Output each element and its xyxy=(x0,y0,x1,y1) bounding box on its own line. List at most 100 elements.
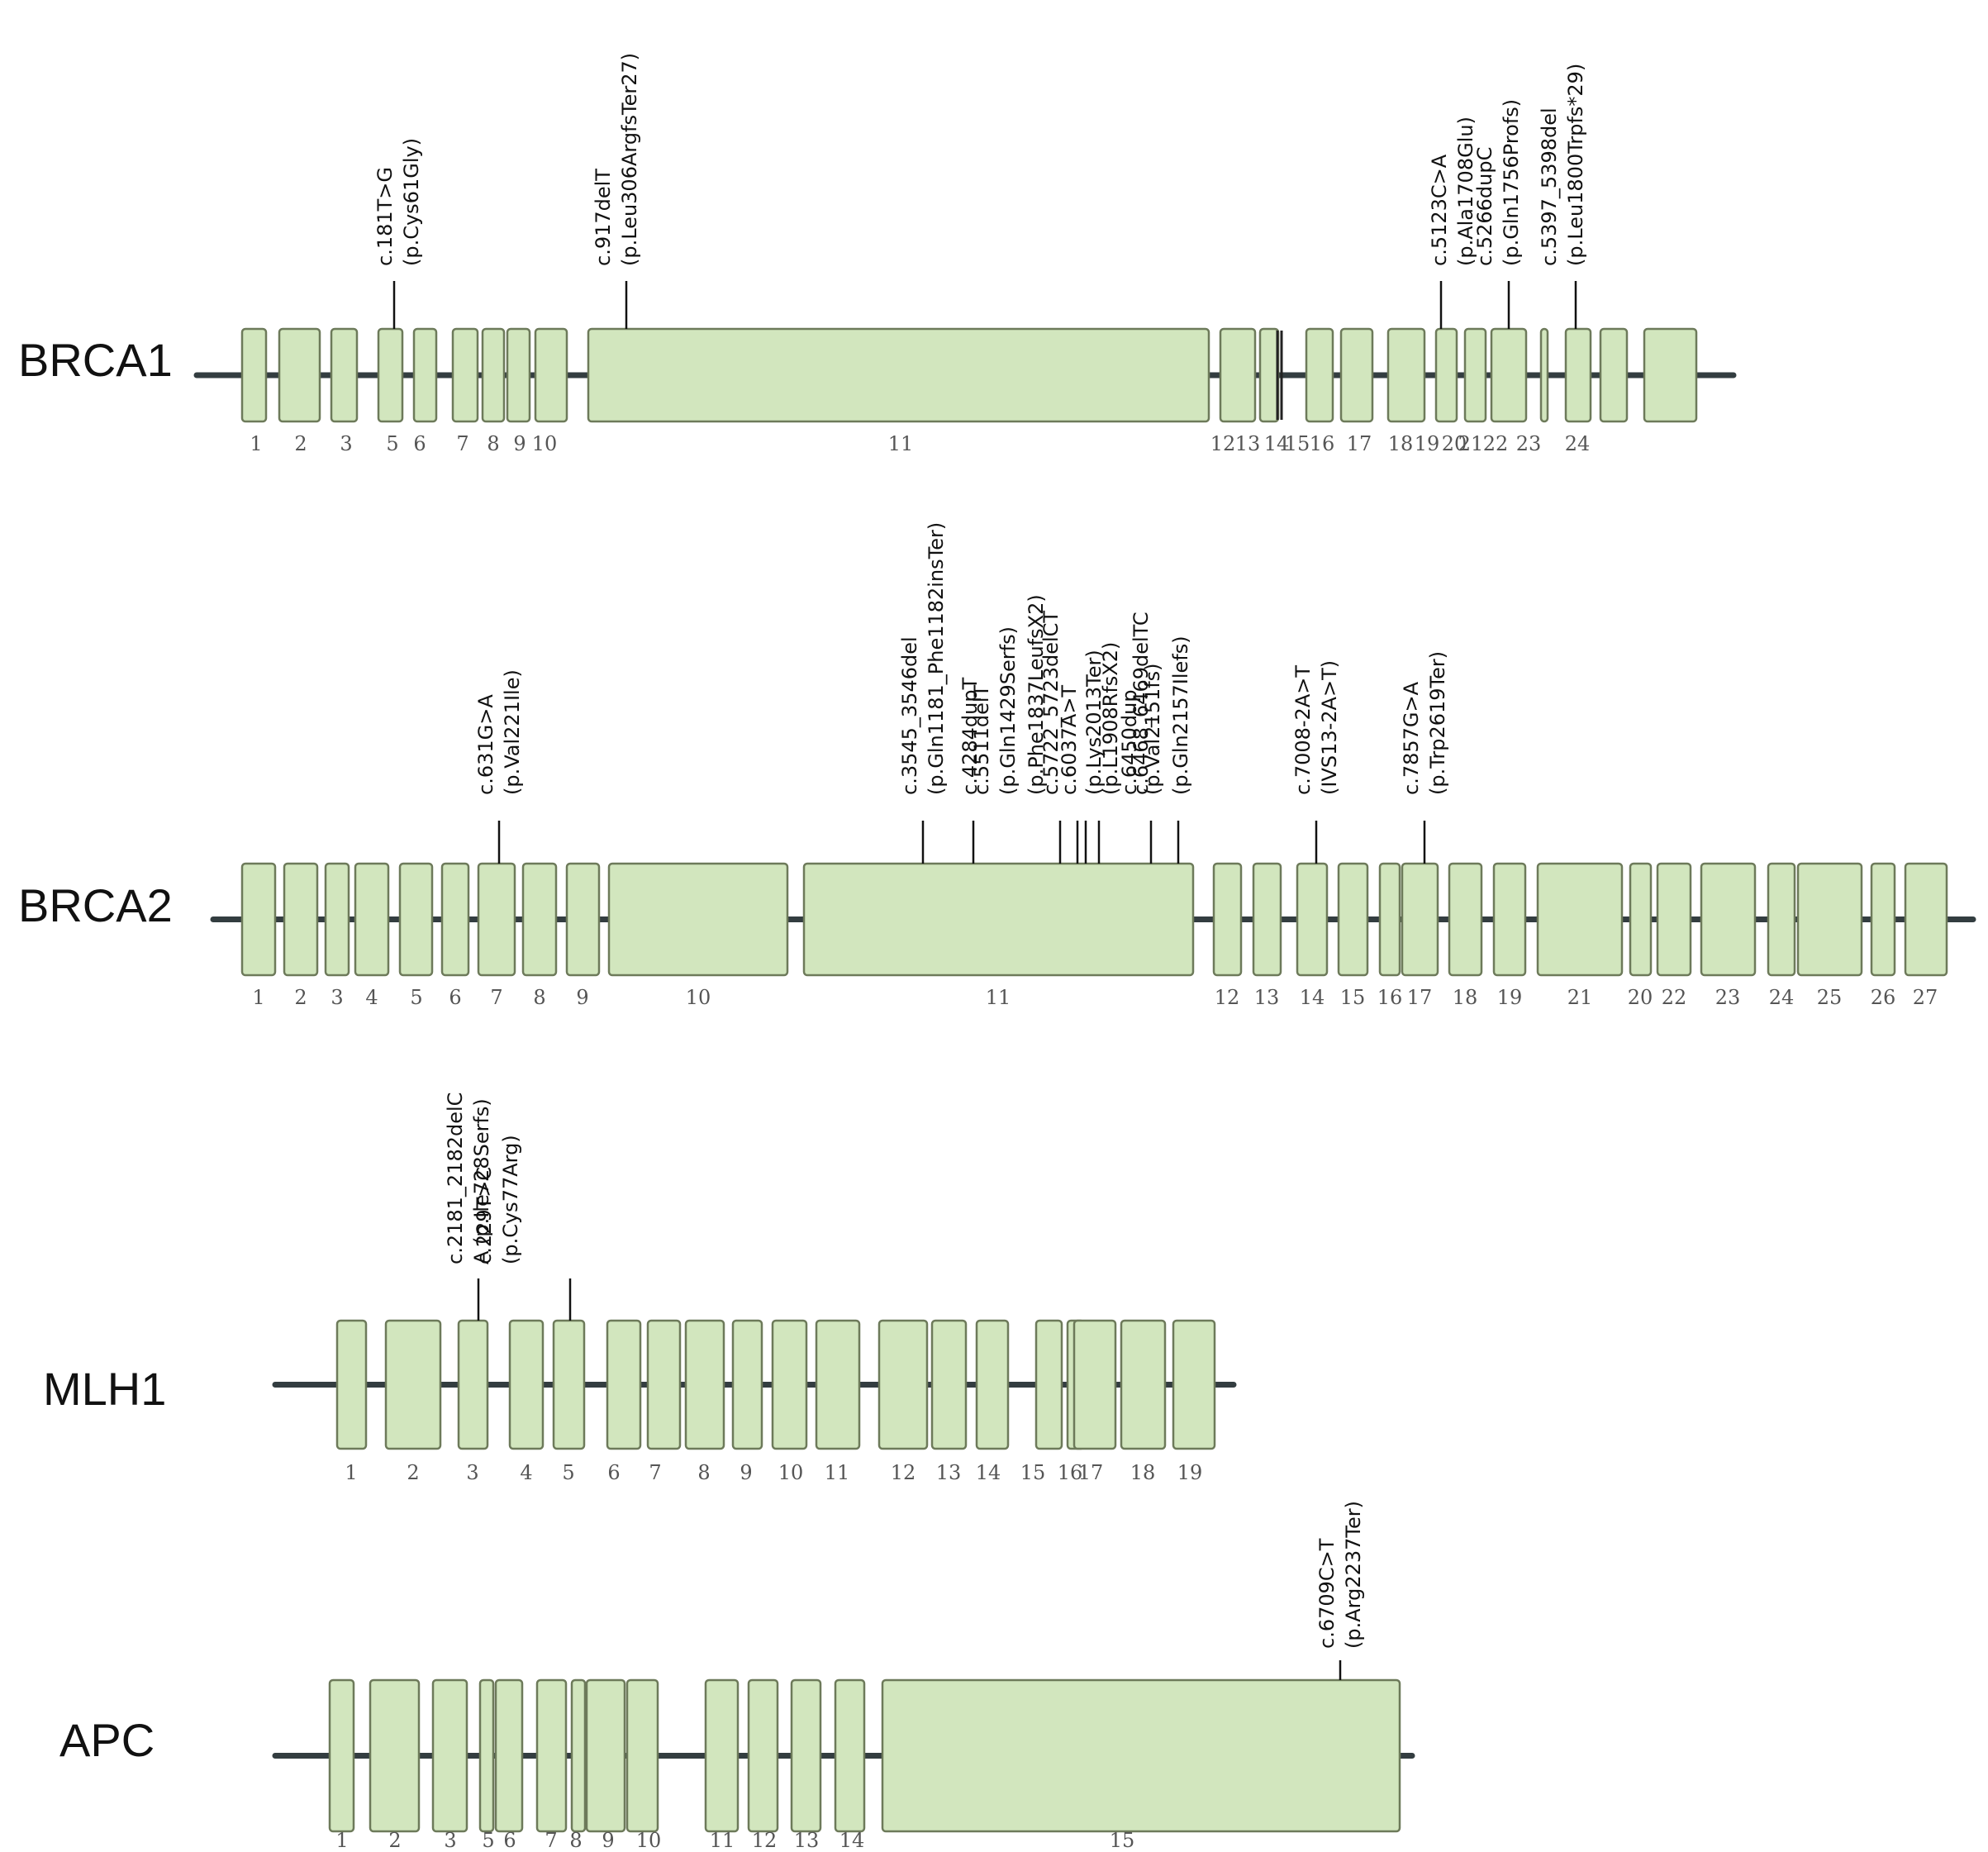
exon-number: 11 xyxy=(710,1829,735,1852)
exon-number: 16 xyxy=(1058,1461,1083,1484)
exon-number: 1 xyxy=(252,986,264,1009)
exon-number: 10 xyxy=(636,1829,662,1852)
exon-number: 13 xyxy=(794,1829,820,1852)
exon-number: 9 xyxy=(740,1461,752,1484)
exon-number: 7 xyxy=(456,432,468,455)
exon-box xyxy=(625,1678,659,1833)
mutation-cdna-label: c.4284dupT xyxy=(958,677,982,795)
exon-box xyxy=(478,1678,495,1833)
exon-number: 21 xyxy=(1567,986,1593,1009)
exon-box xyxy=(975,1319,1010,1450)
exon-number: 21 xyxy=(1458,432,1484,455)
exon-number: 14 xyxy=(1264,432,1290,455)
exon-number: 26 xyxy=(1871,986,1896,1009)
exon-number: 12 xyxy=(1210,432,1236,455)
mutation-cdna-label: c.181T>G xyxy=(373,167,397,266)
mutation-protein-label: (p.Trp2619Ter) xyxy=(1426,651,1449,795)
exon-number: 14 xyxy=(1300,986,1325,1009)
exon-number: 11 xyxy=(888,432,914,455)
exon-box xyxy=(440,862,470,977)
exon-number: 5 xyxy=(410,986,422,1009)
exon-box xyxy=(1120,1319,1167,1450)
exon-box xyxy=(1172,1319,1216,1450)
exon-box xyxy=(1034,1319,1063,1450)
exon-number: 6 xyxy=(449,986,461,1009)
exon-number: 1 xyxy=(250,432,262,455)
exon-number: 18 xyxy=(1130,1461,1156,1484)
exon-number: 25 xyxy=(1817,986,1843,1009)
exon-box xyxy=(1539,327,1549,423)
exon-number: 2 xyxy=(407,1461,419,1484)
mutation-protein-label: (p.Val221Ile) xyxy=(501,669,524,795)
exon-box xyxy=(1796,862,1863,977)
exon-box xyxy=(1378,862,1401,977)
gene-label-apc: APC xyxy=(59,1714,155,1766)
exon-box xyxy=(1296,862,1329,977)
exon-number: 23 xyxy=(1715,986,1741,1009)
exon-box xyxy=(684,1319,725,1450)
exon-box xyxy=(534,327,568,423)
exon-box xyxy=(1492,862,1527,977)
exon-box xyxy=(587,327,1210,423)
exon-box xyxy=(328,1678,355,1833)
exon-box xyxy=(451,327,479,423)
exon-number: 24 xyxy=(1769,986,1795,1009)
exon-number: 22 xyxy=(1483,432,1509,455)
exon-box xyxy=(704,1678,740,1833)
exon-number: 12 xyxy=(1215,986,1240,1009)
exon-box xyxy=(1448,862,1483,977)
exon-number: 11 xyxy=(986,986,1011,1009)
exon-box xyxy=(1904,862,1948,977)
exon-box xyxy=(521,862,558,977)
exon-number: 10 xyxy=(778,1461,804,1484)
exon-box xyxy=(494,1678,524,1833)
mutation-protein-label: (IVS13-2A>T) xyxy=(1318,660,1341,795)
exon-box xyxy=(1434,327,1458,423)
exon-box xyxy=(646,1319,682,1450)
exon-box xyxy=(1767,862,1796,977)
exon-box xyxy=(1072,1319,1117,1450)
exon-number: 3 xyxy=(331,986,343,1009)
exon-number: 18 xyxy=(1388,432,1414,455)
mutation-protein-label: (p.Gln1756Profs) xyxy=(1500,99,1523,266)
exon-number: 23 xyxy=(1516,432,1542,455)
exon-number: 9 xyxy=(602,1829,614,1852)
exon-number: 5 xyxy=(482,1829,494,1852)
mutation-cdna-label: c.5397_5398del xyxy=(1538,107,1561,266)
exon-box xyxy=(1629,862,1653,977)
exon-number: 22 xyxy=(1662,986,1687,1009)
mutation-protein-label: (p.Arg2237Ter) xyxy=(1342,1501,1365,1649)
exon-number: 14 xyxy=(839,1829,865,1852)
exon-number: 17 xyxy=(1407,986,1433,1009)
mutation-cdna-label: c.6468_6469delTC xyxy=(1130,612,1153,795)
exon-box xyxy=(283,862,319,977)
exon-box xyxy=(1643,327,1698,423)
mutation-cdna-label: c.6709C>T xyxy=(1315,1538,1339,1649)
exon-number: 3 xyxy=(340,432,352,455)
exon-box xyxy=(240,862,277,977)
exon-number: 19 xyxy=(1177,1461,1203,1484)
exon-number: 2 xyxy=(388,1829,401,1852)
exon-number: 1 xyxy=(335,1829,348,1852)
mutation-protein-label: (p.Leu306ArgfsTer27) xyxy=(618,53,641,266)
exon-number: 16 xyxy=(1377,986,1403,1009)
exon-number: 15 xyxy=(1285,432,1310,455)
exon-number: 27 xyxy=(1913,986,1938,1009)
exon-box xyxy=(477,862,516,977)
exon-box xyxy=(384,1319,442,1450)
exon-box xyxy=(607,862,789,977)
exon-box xyxy=(877,1319,929,1450)
mutation-protein-label: (p.Cys77Arg) xyxy=(499,1135,522,1264)
exon-box xyxy=(1212,862,1243,977)
exon-number: 6 xyxy=(413,432,426,455)
exon-box xyxy=(552,1319,586,1450)
exon-number: 6 xyxy=(503,1829,516,1852)
exon-box xyxy=(930,1319,968,1450)
exon-box xyxy=(1337,862,1369,977)
exon-number: 7 xyxy=(490,986,502,1009)
exon-box xyxy=(324,862,350,977)
exon-number: 20 xyxy=(1442,432,1467,455)
